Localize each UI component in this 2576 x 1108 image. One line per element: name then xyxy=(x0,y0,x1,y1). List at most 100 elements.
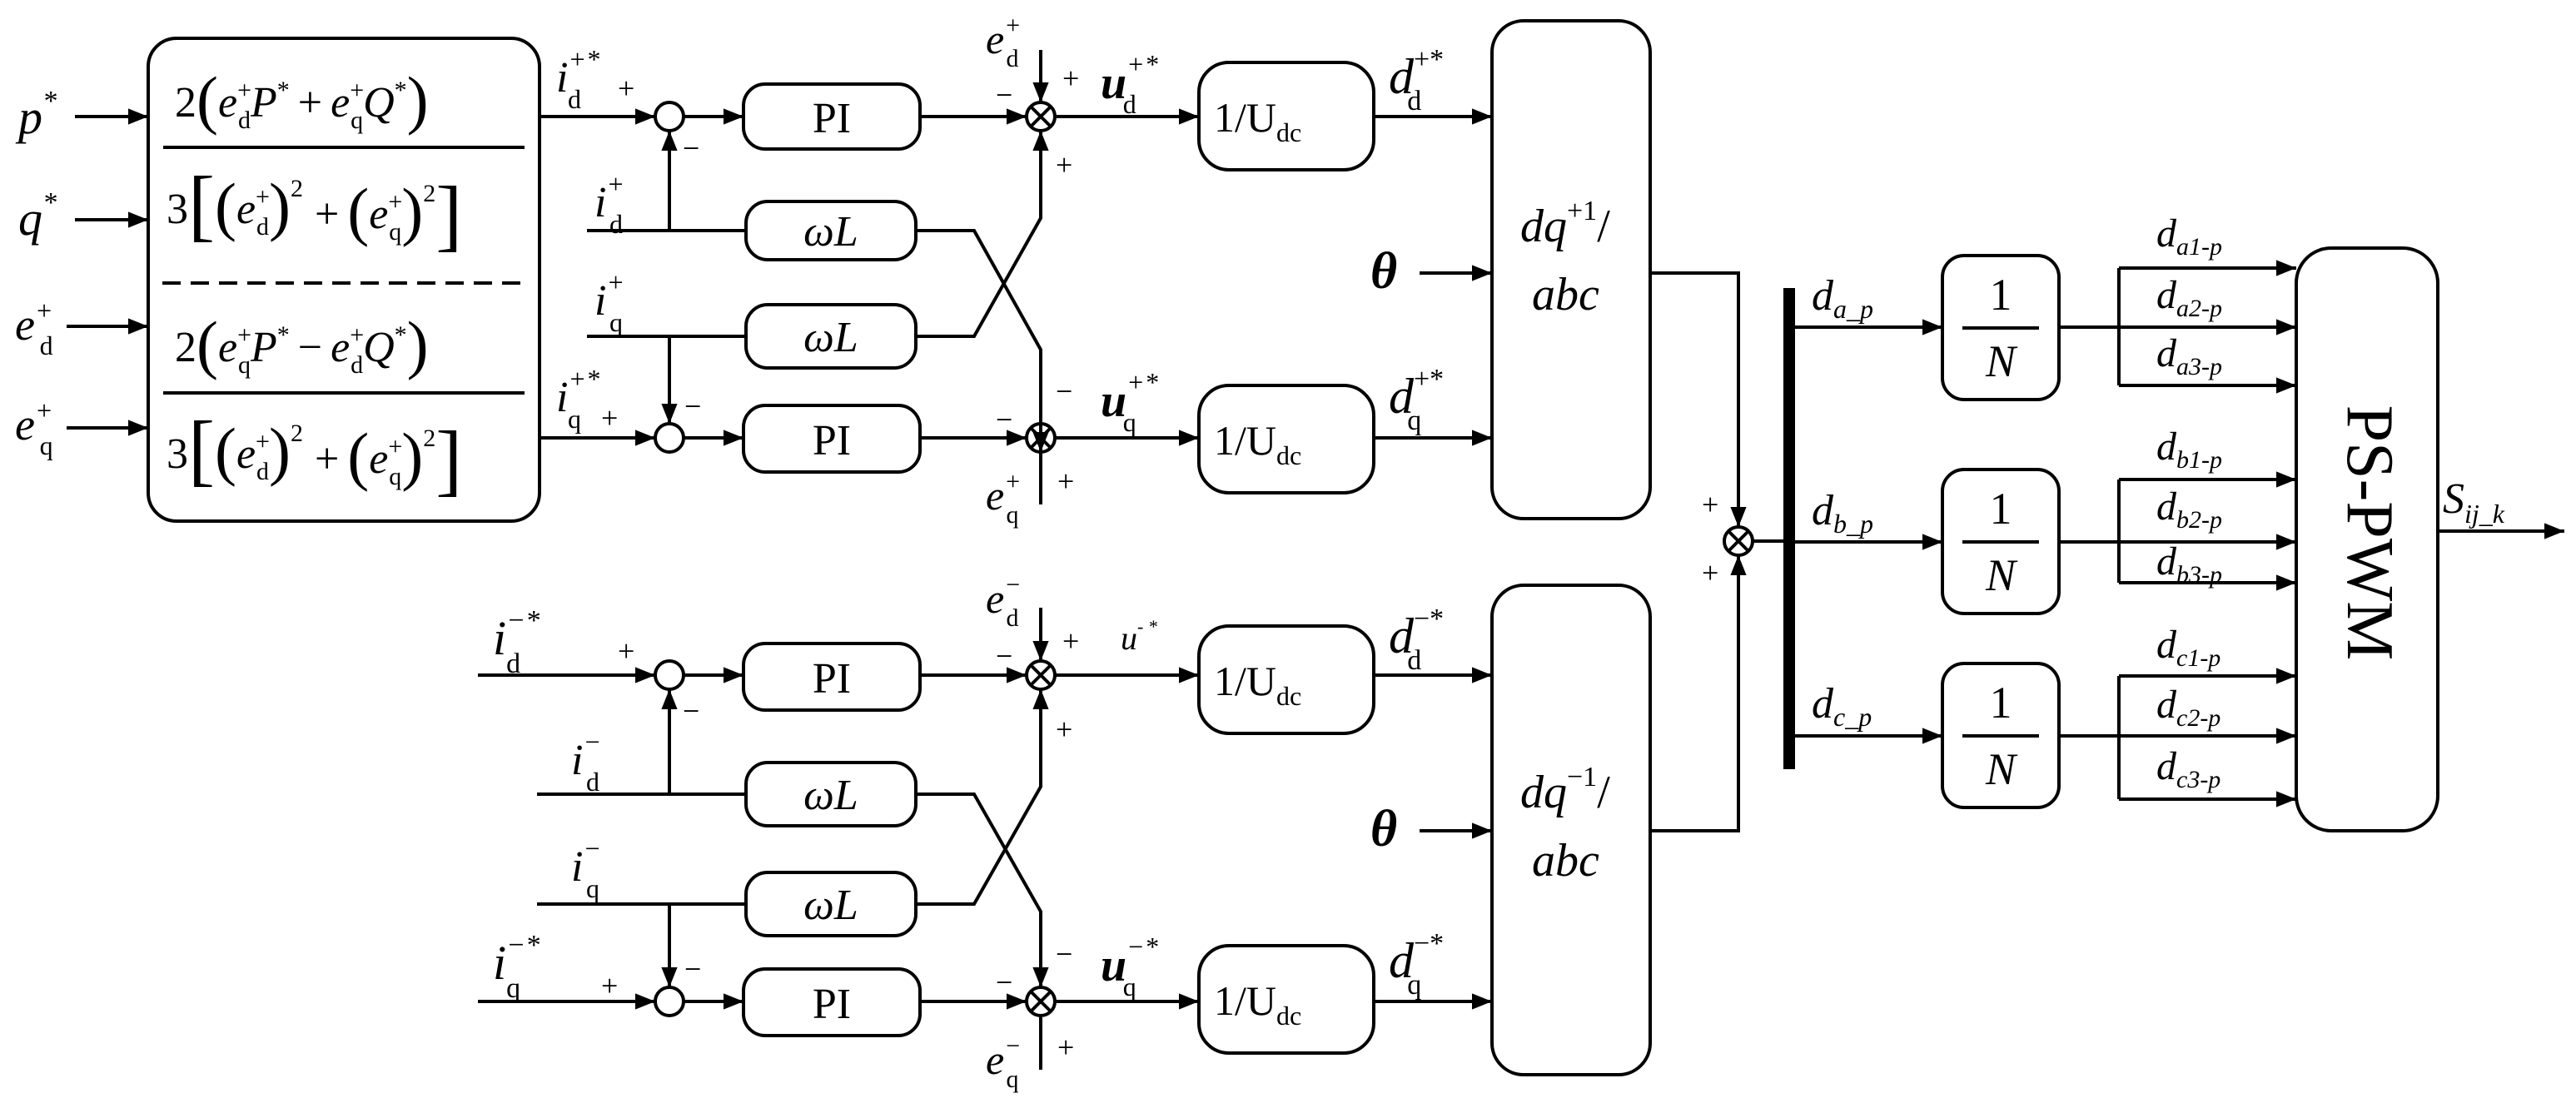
current-loops: PI ωL ωL PI PI ωL ωL PI 1/Udc 1/Udc 1/Ud… xyxy=(742,61,1375,1055)
omega-l-label: ωL xyxy=(803,208,858,256)
label-id-pos-ref: i+*d xyxy=(556,44,599,114)
wires-negative xyxy=(478,608,1492,1070)
svg-text:N: N xyxy=(1985,336,2018,386)
svg-text:+: + xyxy=(1702,488,1718,521)
power-reference-block: 2(e+dP*+e+qQ*) 3[(e+d)2+(e+q)2] 2(e+qP*−… xyxy=(147,37,541,523)
input-q-star: q* xyxy=(18,187,57,246)
svg-text:+: + xyxy=(601,401,618,435)
label-dq-pos: d+*q xyxy=(1389,364,1444,436)
pi-label: PI xyxy=(813,655,851,703)
sum-circle xyxy=(654,101,685,132)
label-dq-neg: d−*q xyxy=(1389,928,1444,1001)
divide-n-block-c: 1 N xyxy=(1941,662,2061,809)
svg-text:+: + xyxy=(618,72,634,105)
svg-text:abc: abc xyxy=(1532,269,1599,320)
label-db2: db2-p xyxy=(2156,484,2222,534)
label-eq-plus: e+q xyxy=(986,468,1021,529)
input-p-star: p* xyxy=(15,86,57,144)
label-db1: db1-p xyxy=(2156,425,2222,474)
signal-bus-bar xyxy=(1783,288,1795,769)
label-dc3: dc3-p xyxy=(2156,744,2220,793)
svg-text:−: − xyxy=(996,403,1012,436)
ps-pwm-label: PS-PWM xyxy=(2333,405,2406,661)
svg-text:+: + xyxy=(1056,148,1072,181)
svg-text:N: N xyxy=(1985,550,2018,600)
label-dd-pos: d+*d xyxy=(1389,44,1444,117)
svg-text:−: − xyxy=(996,639,1012,673)
label-id-neg: i−d xyxy=(571,727,601,797)
wires-positive xyxy=(540,50,1492,504)
label-id-neg-ref: i−*d xyxy=(493,605,540,679)
sum-circle xyxy=(654,659,685,691)
label-ud-neg: u- * xyxy=(1121,616,1157,657)
omega-l-label: ωL xyxy=(803,772,858,819)
svg-text:−: − xyxy=(683,694,699,728)
label-da3: da3-p xyxy=(2156,331,2222,380)
svg-text:+: + xyxy=(1056,713,1072,746)
svg-text:1/Udc: 1/Udc xyxy=(1214,417,1301,470)
label-da-p: da_p xyxy=(1812,272,1873,324)
label-ud-pos: u+*d xyxy=(1101,49,1158,119)
cross-sum xyxy=(1025,101,1057,132)
svg-text:1/Udc: 1/Udc xyxy=(1214,658,1301,711)
svg-text:1/Udc: 1/Udc xyxy=(1214,977,1301,1031)
svg-text:1/Udc: 1/Udc xyxy=(1214,94,1301,147)
label-iq-neg-ref: i−*q xyxy=(493,930,540,1004)
sum-circle xyxy=(654,422,685,454)
svg-text:+: + xyxy=(601,969,618,1002)
inv-udc-block-neg-d: 1/Udc xyxy=(1197,624,1375,735)
label-dc-p: dc_p xyxy=(1812,680,1872,732)
divide-n-block-b: 1 N xyxy=(1941,468,2061,615)
omega-l-label: ωL xyxy=(803,314,858,361)
output-s-ij-k: Sij_k xyxy=(2443,475,2505,529)
current-labels: i+*d + − i+d i+q − i+*q + i−*d + − i−d i… xyxy=(493,44,701,1004)
svg-text:+: + xyxy=(618,634,634,668)
svg-text:+: + xyxy=(1057,1031,1074,1064)
inv-udc-block-neg-q: 1/Udc xyxy=(1197,944,1375,1055)
cross-sum xyxy=(1025,659,1057,691)
svg-text:N: N xyxy=(1985,744,2018,794)
svg-text:abc: abc xyxy=(1532,835,1599,887)
label-db-p: db_p xyxy=(1812,487,1873,539)
label-ed-plus: e+d xyxy=(986,12,1021,72)
inv-udc-block-pos-d: 1/Udc xyxy=(1197,61,1375,171)
cross-sum-main xyxy=(1723,525,1754,557)
pi-label: PI xyxy=(813,417,851,465)
sum-circle xyxy=(654,986,685,1017)
voltage-duty-labels: u+*d u+*q u- * u−*q d+*d d+*q d−*d d−*q … xyxy=(1101,44,2222,1001)
svg-text:1: 1 xyxy=(1990,484,2012,534)
omega-l-label: ωL xyxy=(803,882,858,929)
svg-text:−: − xyxy=(1056,937,1072,971)
label-id-pos: i+d xyxy=(594,169,624,239)
label-uq-pos: u+*q xyxy=(1101,367,1158,437)
label-iq-neg: i−q xyxy=(571,833,601,903)
dq-abc-pos-block: dq+1/ abc xyxy=(1490,19,1652,520)
svg-text:−: − xyxy=(996,78,1012,112)
calc-bottom-numerator: 2(e+qP*−e+dQ*) xyxy=(175,308,429,380)
svg-text:dq+1/: dq+1/ xyxy=(1520,196,1610,252)
label-iq-pos: i+q xyxy=(594,267,624,337)
calc-top-numerator: 2(e+dP*+e+qQ*) xyxy=(175,63,429,136)
label-iq-pos-ref: i+*q xyxy=(556,364,599,434)
svg-text:+: + xyxy=(1062,62,1079,95)
theta-input-neg: θ xyxy=(1370,801,1397,857)
svg-text:+: + xyxy=(1702,556,1718,589)
calc-bottom-denominator: 3[(e+d)2+(e+q)2] xyxy=(167,405,462,504)
input-ed-plus: e+d xyxy=(15,296,53,360)
label-da1: da1-p xyxy=(2156,211,2222,261)
label-dc1: dc1-p xyxy=(2156,623,2220,672)
label-dd-neg: d−*d xyxy=(1389,604,1444,676)
svg-text:−: − xyxy=(996,966,1012,999)
svg-text:dq−1/: dq−1/ xyxy=(1520,762,1610,818)
power-block-inputs: p* q* e+d e+q xyxy=(15,86,148,460)
cross-sum-labels: e+d + − + − − e+q + e−d + − + − − e−q + … xyxy=(986,12,1718,1093)
svg-text:+: + xyxy=(1057,465,1074,498)
label-dc2: dc2-p xyxy=(2156,683,2220,732)
inv-udc-block-pos-q: 1/Udc xyxy=(1197,384,1375,494)
svg-text:+: + xyxy=(1062,624,1079,658)
ps-pwm-block: PS-PWM xyxy=(2295,246,2439,832)
divide-n-block-a: 1 N xyxy=(1941,254,2061,401)
label-db3: db3-p xyxy=(2156,539,2222,589)
fanout-wires xyxy=(2059,260,2296,807)
